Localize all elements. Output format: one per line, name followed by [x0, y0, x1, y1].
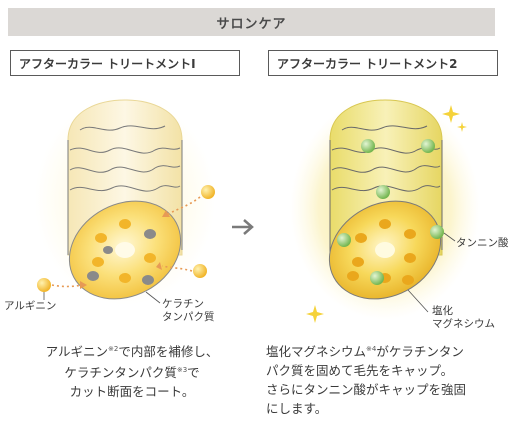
mg-callout-line2: マグネシウム	[432, 318, 495, 330]
hair-illustration	[35, 95, 480, 323]
right-arrow-icon	[232, 219, 254, 235]
step2-caption: 塩化マグネシウム※4がケラチンタン パク質を固めて毛先をキャップ。 さらにタンニ…	[266, 340, 510, 418]
step2-caption-line2: パク質を固めて毛先をキャップ。	[266, 363, 454, 378]
step1-caption: アルギニン※2で内部を補修し、 ケラチンタンパク質※3で カット断面をコート。	[12, 340, 252, 401]
step2-caption-line3: さらにタンニン酸がキャップを強固	[266, 382, 467, 397]
step1-caption-line2: ケラチンタンパク質※3で	[64, 365, 200, 380]
step2-caption-line1: 塩化マグネシウム※4がケラチンタン	[266, 344, 464, 359]
step2-caption-line4: にします。	[266, 401, 328, 416]
step2-label: アフターカラー トリートメント2	[268, 50, 498, 76]
step1-caption-line1: アルギニン※2で内部を補修し、	[45, 344, 219, 359]
mg-callout-line1: 塩化	[432, 305, 453, 317]
cross-section-1	[68, 200, 182, 300]
tannic-acid-molecules	[337, 139, 444, 285]
tannic-acid-callout: タンニン酸	[456, 237, 509, 249]
keratin-callout: ケラチン タンパク質	[162, 298, 215, 324]
cross-section-2	[328, 200, 442, 300]
mg-chloride-callout: 塩化 マグネシウム	[432, 305, 495, 331]
step1-caption-line3: カット断面をコート。	[69, 384, 195, 399]
arginine-callout: アルギニン	[4, 300, 57, 312]
callout-lines-1	[43, 291, 161, 304]
arginine-molecules	[37, 185, 215, 292]
section-title: サロンケア	[216, 16, 287, 32]
keratin-callout-line2: タンパク質	[162, 311, 215, 323]
callout-lines-2	[407, 232, 456, 313]
keratin-callout-line1: ケラチン	[162, 298, 204, 310]
step1-label: アフターカラー トリートメントⅠ	[10, 50, 240, 76]
sparkle-icons	[306, 105, 467, 323]
section-header: サロンケア	[8, 8, 495, 36]
